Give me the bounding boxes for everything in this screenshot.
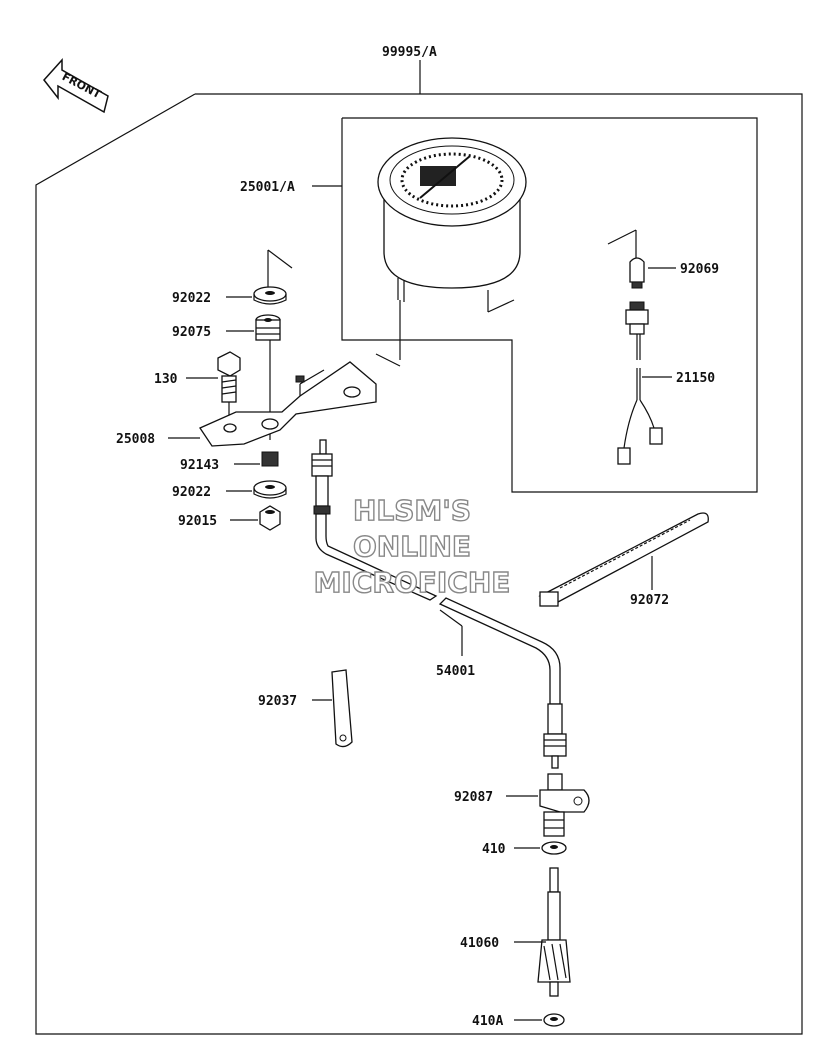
label-99995-a: 99995/A (382, 45, 437, 60)
socket-21150 (617, 301, 663, 465)
bulb-92069 (607, 229, 645, 289)
meter-frame (341, 117, 758, 493)
nut-92015 (259, 505, 281, 531)
bracket-25008 (199, 361, 377, 447)
washer-92022-lower (253, 480, 287, 499)
front-arrow-icon: FRONT (43, 58, 109, 114)
watermark-line-1: HLSM'S (353, 494, 471, 527)
label-92072: 92072 (630, 593, 669, 608)
collar-92143 (261, 451, 279, 467)
watermark-line-2: ONLINE (353, 530, 471, 563)
label-410a: 410A (472, 1014, 503, 1029)
label-54001: 54001 (436, 664, 475, 679)
washer-410 (541, 841, 567, 855)
label-410: 410 (482, 842, 506, 857)
label-92087: 92087 (454, 790, 493, 805)
gear-housing-92087 (539, 773, 590, 837)
tag-92037 (331, 669, 353, 748)
label-21150: 21150 (676, 371, 715, 386)
washer-92022-upper (253, 249, 293, 305)
grommet-92075 (255, 314, 281, 341)
gear-41060 (537, 867, 571, 997)
watermark: HLSM'S ONLINE MICROFICHE (313, 493, 511, 599)
label-92143: 92143 (180, 458, 219, 473)
label-25008: 25008 (116, 432, 155, 447)
label-92069: 92069 (680, 262, 719, 277)
bolt-130 (217, 351, 241, 424)
watermark-line-3: MICROFICHE (314, 566, 511, 599)
label-92075: 92075 (172, 325, 211, 340)
label-92015: 92015 (178, 514, 217, 529)
kit-frame (35, 93, 803, 1035)
label-25001-a: 25001/A (240, 180, 295, 195)
speedometer (377, 137, 527, 313)
clamp-92072 (538, 512, 709, 607)
label-92037: 92037 (258, 694, 297, 709)
label-130: 130 (154, 372, 178, 387)
label-92022-upper: 92022 (172, 291, 211, 306)
label-41060: 41060 (460, 936, 499, 951)
washer-410a (543, 1013, 565, 1027)
label-92022-lower: 92022 (172, 485, 211, 500)
cable-54001 (311, 439, 567, 769)
